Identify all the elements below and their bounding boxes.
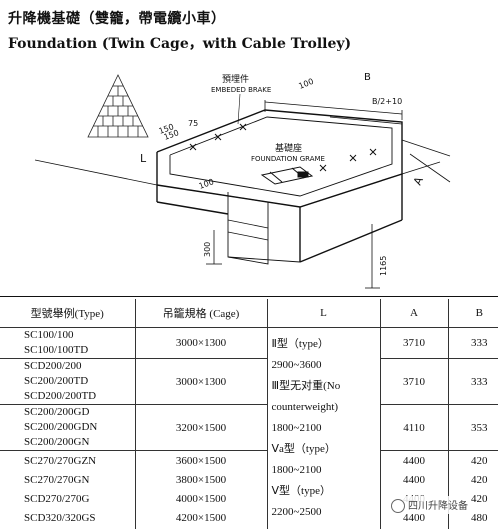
- watermark: 四川升降设备: [388, 496, 471, 514]
- b-cell: 420 420 420 480: [447, 450, 498, 529]
- dim-a-label: A: [411, 175, 426, 188]
- table-row: SC100/100 SC100/100TD 3000×1300 Ⅱ型（type）…: [0, 327, 498, 529]
- header-l: L: [266, 299, 380, 328]
- dim-b-label: B: [364, 72, 371, 83]
- dimension-lines: [34, 100, 451, 289]
- l-cell: Ⅱ型（type） 2900~3600 Ⅲ型无对重(No counterweigh…: [266, 327, 380, 529]
- cage-cell: 3000×1300: [134, 327, 267, 359]
- dim-l-label: L: [140, 152, 147, 165]
- embed-label-en: EMBEDED BRAKE: [211, 86, 271, 94]
- a-cell: 4110: [379, 404, 448, 451]
- table-row: SCD200/200 SC200/200TD SCD200/200TD 3000…: [0, 358, 498, 405]
- cage-cell: 3000×1300: [134, 358, 267, 405]
- cage-cell: 3600×1500 3800×1500 4000×1500 4200×1500: [134, 450, 267, 529]
- a-cell: 3710: [379, 358, 448, 405]
- header-model: 型號舉例(Type): [0, 299, 135, 328]
- model-cell: SC100/100 SC100/100TD: [24, 329, 89, 356]
- cage-cell: 3200×1500: [134, 404, 267, 451]
- table-row: SC270/270GZN SC270/270GN SCD270/270G SCD…: [0, 450, 498, 529]
- a-cell: 4400 4400 4400 4400: [379, 450, 448, 529]
- b-cell: 333: [447, 358, 498, 405]
- a-cell: 3710: [379, 327, 448, 359]
- model-cell: SCD200/200 SC200/200TD SCD200/200TD: [0, 358, 135, 405]
- model-cell: SC270/270GZN SC270/270GN SCD270/270G SCD…: [0, 450, 135, 529]
- header-cage: 吊籠規格 (Cage): [134, 299, 267, 328]
- dim-b2-label: B/2+10: [372, 97, 402, 106]
- model-cell: SC200/200GD SC200/200GDN SC200/200GN: [0, 404, 135, 451]
- foundation-label-cn: 基礎座: [275, 142, 302, 154]
- table-header-row: 型號舉例(Type) 吊籠規格 (Cage) L A B: [0, 299, 498, 328]
- spec-table: 型號舉例(Type) 吊籠規格 (Cage) L A B SC100/100 S…: [0, 299, 498, 529]
- foundation-label-en: FOUNDATION GRAME: [251, 155, 325, 163]
- b-cell: 333: [447, 327, 498, 359]
- table-row: SC200/200GD SC200/200GDN SC200/200GN 320…: [0, 404, 498, 451]
- embed-marks: [189, 123, 377, 172]
- foundation-frame-icon: [260, 166, 314, 185]
- page-title-cn: 升降機基礎（雙籠，帶電纜小車）: [8, 11, 226, 27]
- dim-300-label: 300: [203, 242, 212, 257]
- foundation-box: [156, 109, 403, 265]
- page-title-en: Foundation (Twin Cage，with Cable Trolley…: [8, 36, 352, 52]
- wechat-icon: [391, 499, 405, 513]
- drawing-bottom-rule: [0, 296, 498, 297]
- embed-label-cn: 預埋件: [222, 73, 249, 85]
- pyramid-icon: [87, 74, 149, 138]
- b-cell: 353: [447, 404, 498, 451]
- header-b: B: [447, 299, 498, 328]
- foundation-drawing: 預埋件 EMBEDED BRAKE 基礎座 FOUNDATION GRAME B…: [34, 72, 451, 289]
- dim-1165-label: 1165: [379, 256, 388, 276]
- dim-75-label: 75: [188, 119, 198, 128]
- header-a: A: [379, 299, 448, 328]
- dim-100a-label: 100: [297, 77, 315, 91]
